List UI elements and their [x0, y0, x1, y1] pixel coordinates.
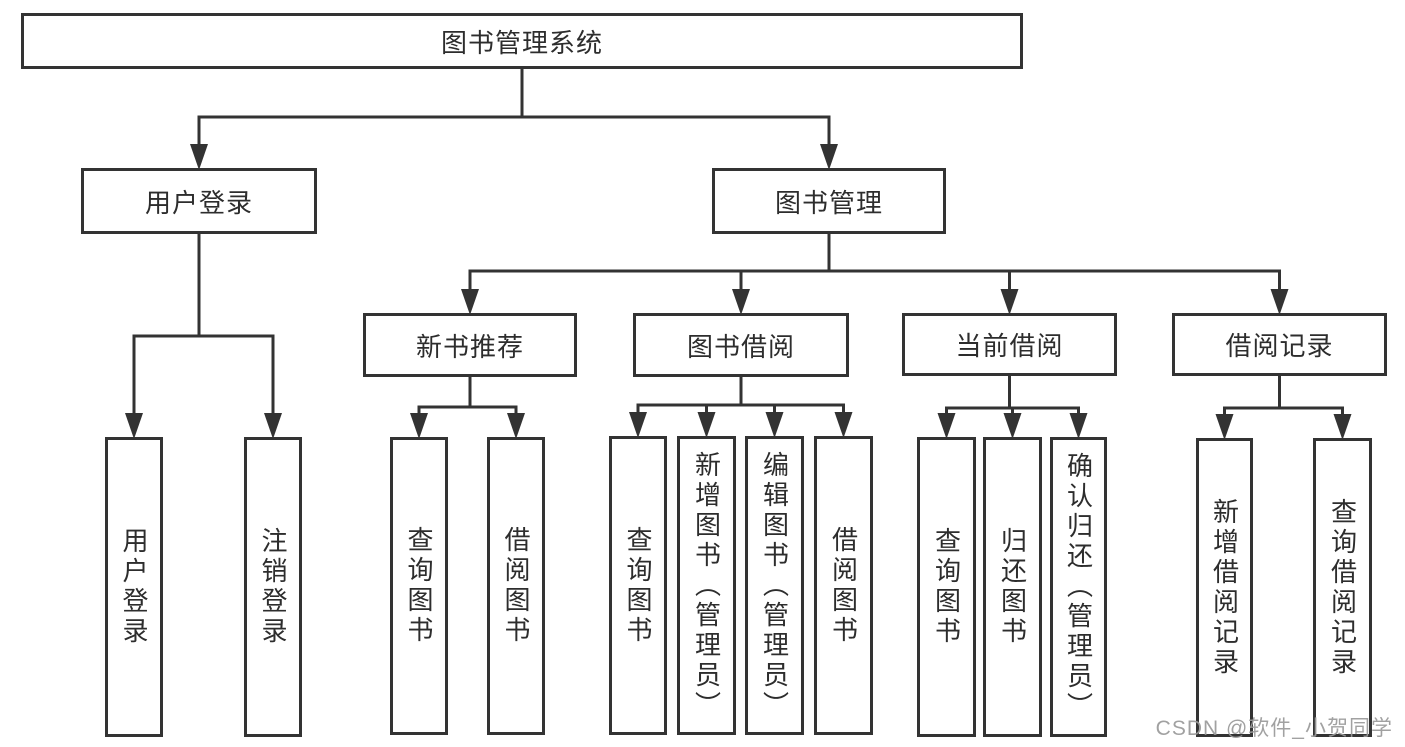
node-root: 图书管理系统: [21, 13, 1023, 69]
arrowhead-icon: [461, 289, 479, 315]
arrowhead-icon: [1069, 413, 1088, 439]
arrowhead-icon: [125, 413, 143, 439]
node-col-query-book-1: 查询图书: [390, 437, 448, 735]
node-col-add-borrow-record: 新增借阅记录: [1196, 438, 1253, 737]
arrowhead-icon: [697, 412, 716, 438]
node-col-edit-book: 编辑图书（管理员）: [745, 436, 804, 735]
node-col-query-book-3: 查询图书: [917, 437, 976, 737]
arrowhead-icon: [507, 413, 525, 439]
node-new-book-recommend: 新书推荐: [363, 313, 577, 377]
node-col-user-login: 用户登录: [105, 437, 163, 737]
arrowhead-icon: [765, 412, 784, 438]
node-col-borrow-book-1: 借阅图书: [487, 437, 545, 735]
arrowhead-icon: [190, 144, 208, 170]
arrowhead-icon: [937, 413, 956, 439]
arrowhead-icon: [629, 412, 647, 438]
node-col-confirm-return: 确认归还（管理员）: [1050, 437, 1107, 737]
arrowhead-icon: [732, 289, 750, 315]
arrowhead-icon: [1215, 414, 1234, 440]
node-borrowing-records: 借阅记录: [1172, 313, 1387, 376]
node-book-management: 图书管理: [712, 168, 946, 234]
node-col-add-book: 新增图书（管理员）: [677, 436, 736, 735]
arrowhead-icon: [834, 412, 853, 438]
node-col-borrow-book-2: 借阅图书: [814, 436, 873, 735]
arrowhead-icon: [410, 413, 428, 439]
arrowhead-icon: [1000, 289, 1019, 315]
arrowhead-icon: [820, 144, 838, 170]
node-col-return-book: 归还图书: [983, 437, 1042, 737]
arrowhead-icon: [264, 413, 282, 439]
arrowhead-icon: [1333, 414, 1352, 440]
node-col-logout: 注销登录: [244, 437, 302, 737]
node-col-query-borrow-record: 查询借阅记录: [1313, 438, 1372, 737]
node-book-borrowing: 图书借阅: [633, 313, 849, 377]
node-user-login: 用户登录: [81, 168, 317, 234]
arrowhead-icon: [1270, 289, 1289, 315]
arrowhead-icon: [1003, 413, 1022, 439]
node-col-query-book-2: 查询图书: [609, 436, 667, 735]
node-current-borrowing: 当前借阅: [902, 313, 1117, 376]
